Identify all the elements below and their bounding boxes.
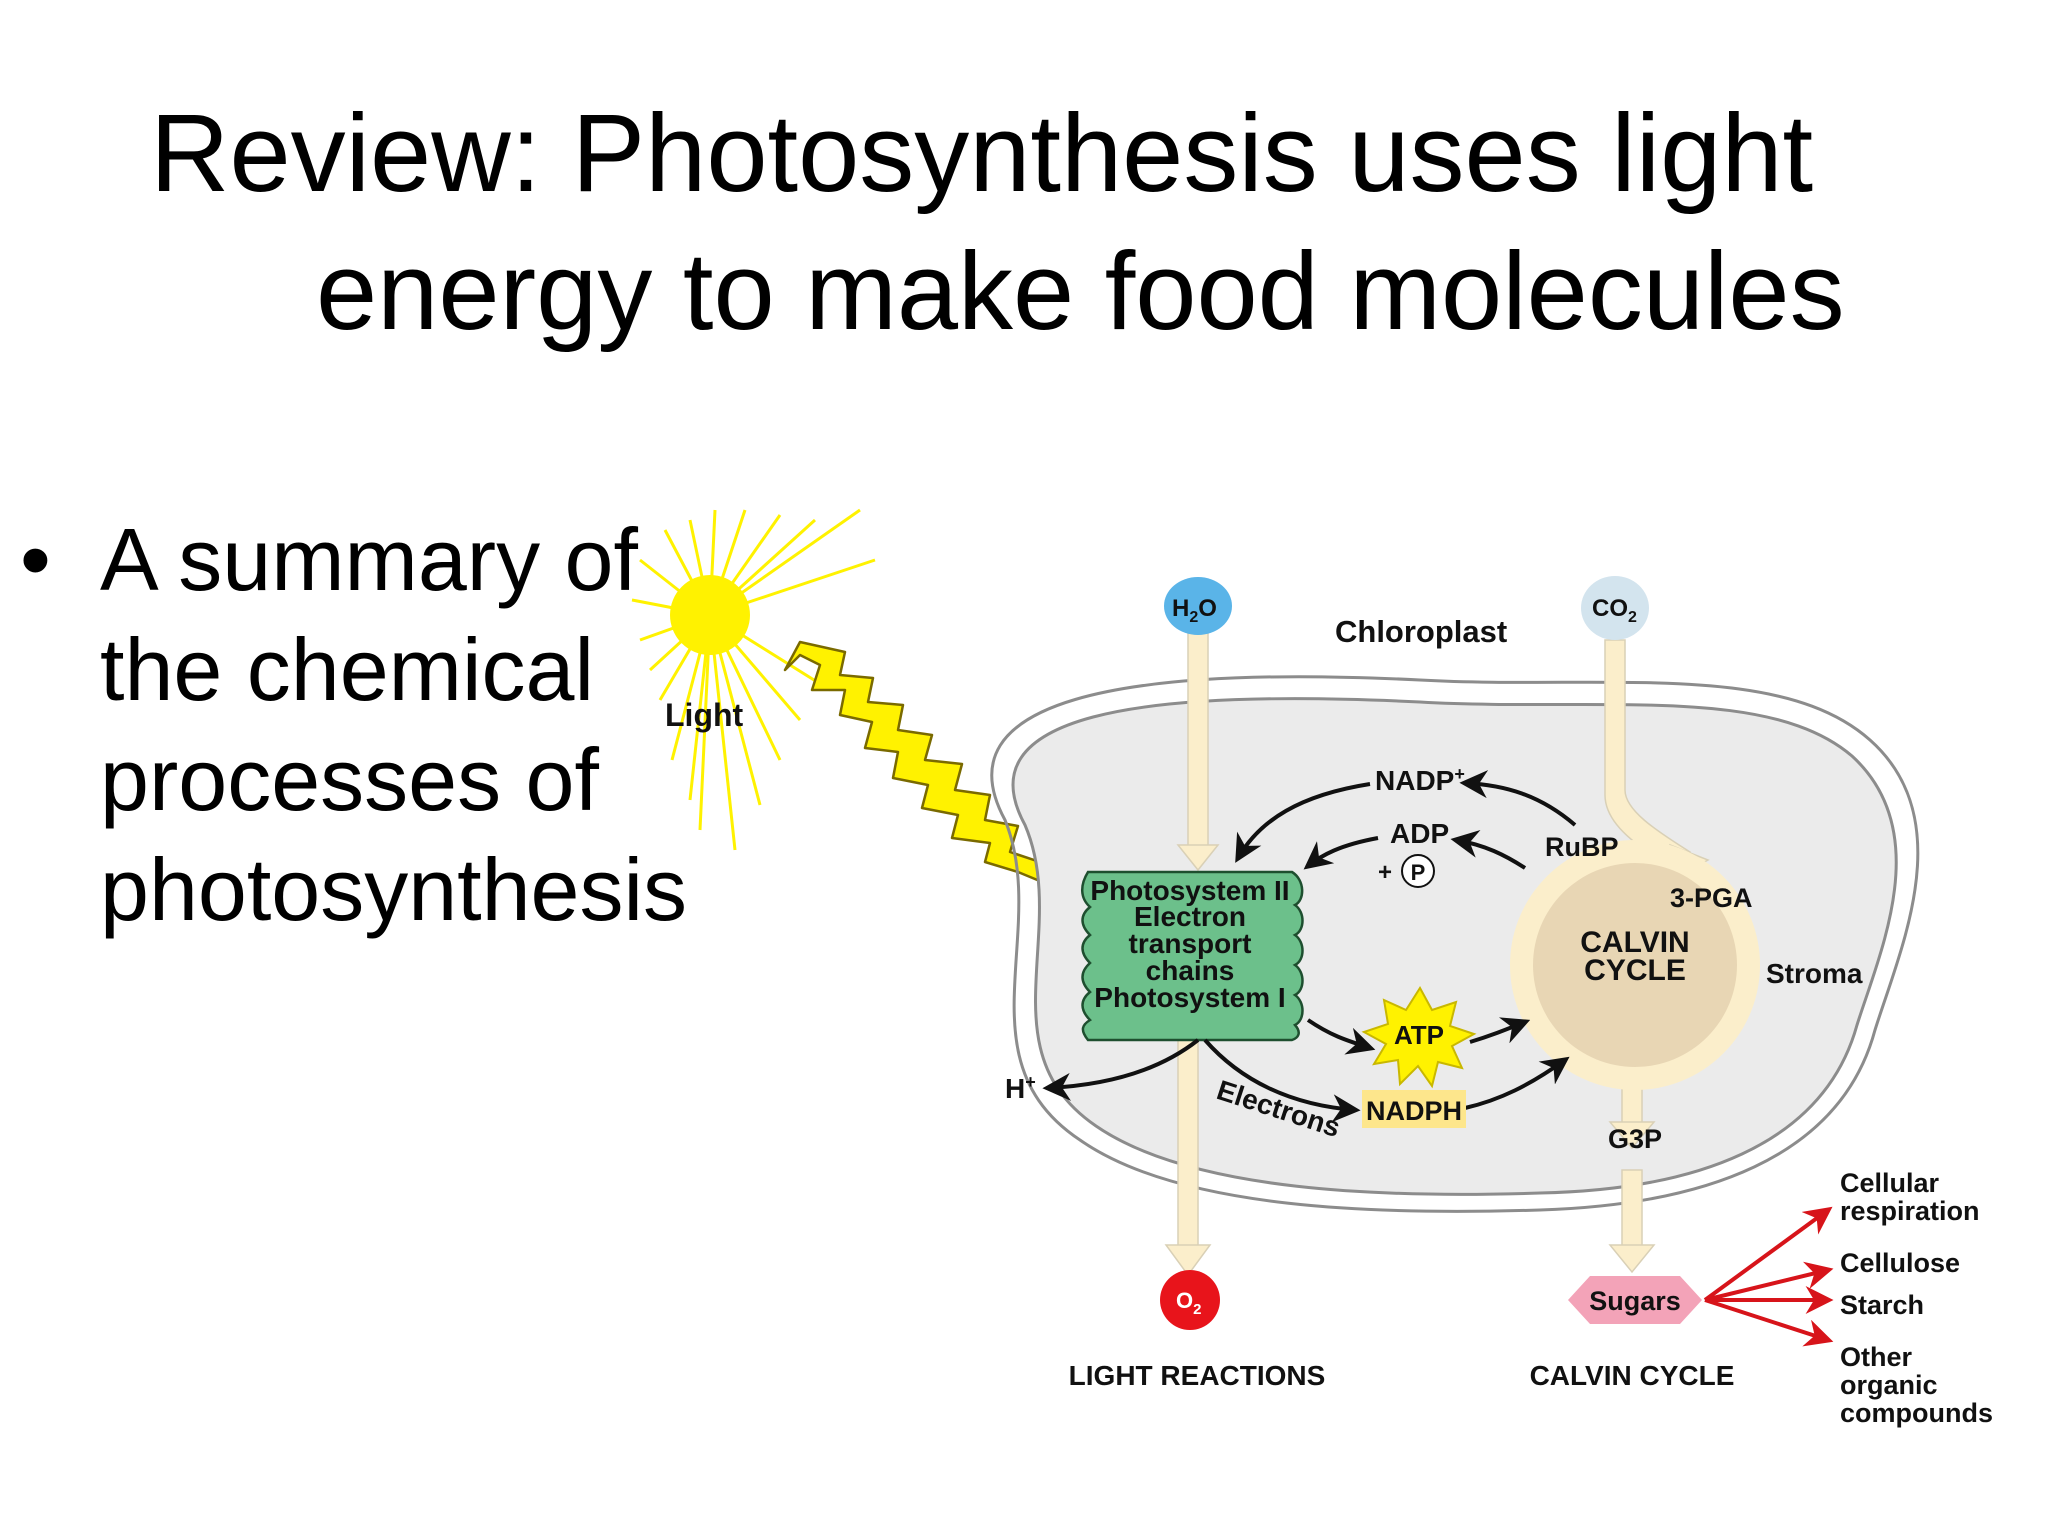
sugars-label: Sugars — [1589, 1286, 1681, 1316]
atp-starburst-icon — [1361, 986, 1477, 1089]
h-superscript: + — [1025, 1072, 1036, 1092]
calvin-cycle-label-line-2: CYCLE — [1584, 954, 1686, 987]
co2-subscript: 2 — [1628, 609, 1637, 626]
adp-label: ADP — [1390, 818, 1449, 849]
calvin-cycle-label-line-1: CALVIN — [1580, 926, 1689, 959]
chains-label: chains — [1146, 955, 1235, 986]
co2-co: CO — [1592, 595, 1628, 622]
bullet-text: A summary of the chemical processes of p… — [100, 505, 800, 945]
g3p-label: G3P — [1608, 1124, 1662, 1154]
electron-label: Electron — [1134, 901, 1246, 932]
other-label-1: Other — [1840, 1342, 1913, 1372]
svg-text:H2O: H2O — [1172, 595, 1217, 626]
nadp-plus-label: NADP+ — [1375, 764, 1465, 796]
bullet-dot: • — [20, 510, 51, 609]
bullet-line: A summary of — [100, 510, 638, 609]
svg-text:O2: O2 — [1176, 1288, 1201, 1318]
title-line-2: energy to make food molecules — [316, 230, 1845, 353]
h2o-h: H — [1172, 595, 1189, 622]
cellulose-label: Cellulose — [1840, 1248, 1960, 1278]
cellular-respiration-label-1: Cellular — [1840, 1168, 1940, 1198]
bullet-line: the chemical — [100, 620, 595, 719]
h-plus-label: H+ — [1005, 1072, 1036, 1104]
chloroplast-label: Chloroplast — [1335, 614, 1507, 649]
photosystem-ii-label: Photosystem II — [1090, 875, 1289, 906]
bullet-line: photosynthesis — [100, 840, 688, 939]
slide-title: Review: Photosynthesis uses light energy… — [150, 85, 1970, 361]
atp-label: ATP — [1394, 1020, 1444, 1050]
black-arrows — [1042, 770, 1577, 1123]
oxygen-molecule: O2 — [1160, 1270, 1220, 1330]
title-line-1: Review: Photosynthesis uses light — [150, 92, 1814, 215]
plus-sign: + — [1378, 859, 1392, 886]
co2-molecule: CO2 — [1581, 576, 1649, 640]
rubp-label: RuBP — [1545, 832, 1619, 862]
h2o-o: O — [1198, 595, 1217, 622]
h2o-subscript: 2 — [1189, 609, 1198, 626]
bullet-line: processes of — [100, 730, 599, 829]
transport-label: transport — [1129, 928, 1252, 959]
svg-text:CO2: CO2 — [1592, 595, 1637, 626]
stroma-label: Stroma — [1766, 958, 1863, 989]
cellular-respiration-label-2: respiration — [1840, 1196, 1980, 1226]
other-label-2: organic — [1840, 1370, 1938, 1400]
nadp-superscript: + — [1454, 764, 1465, 784]
light-label: Light — [665, 697, 744, 733]
sun-icon — [631, 508, 876, 851]
3pga-label: 3-PGA — [1670, 883, 1753, 913]
light-reactions-caption: LIGHT REACTIONS — [1069, 1360, 1326, 1391]
nadph-label: NADPH — [1366, 1096, 1462, 1126]
o2-o: O — [1176, 1288, 1193, 1313]
nadp-text: NADP — [1375, 765, 1454, 796]
thylakoid-membrane — [1081, 870, 1304, 1042]
h-text: H — [1005, 1073, 1025, 1104]
other-label-3: compounds — [1840, 1398, 1993, 1428]
phosphate-circle — [1401, 854, 1435, 888]
calvin-cycle-circle — [1510, 840, 1760, 1090]
calvin-cycle-caption: CALVIN CYCLE — [1530, 1360, 1735, 1391]
output-arrows — [1703, 1206, 1834, 1347]
starch-label: Starch — [1840, 1290, 1924, 1320]
o2-subscript: 2 — [1193, 1301, 1201, 1318]
water-molecule: H2O — [1164, 577, 1232, 635]
nadph-box — [1362, 1090, 1466, 1128]
phosphate-label: P — [1411, 860, 1426, 885]
photosystem-i-label: Photosystem I — [1094, 982, 1285, 1013]
sugars-hexagon — [1568, 1276, 1702, 1324]
